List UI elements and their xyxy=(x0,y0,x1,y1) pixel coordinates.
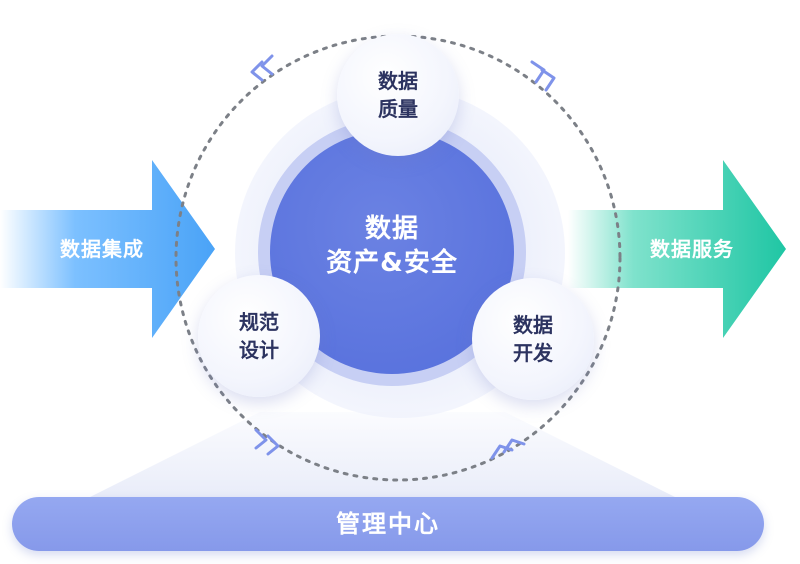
data-develop-node xyxy=(472,278,594,400)
core-label: 数据 资产&安全 xyxy=(270,212,514,280)
chevron-right-bottom-icon xyxy=(490,438,526,460)
core-label-line2: 资产&安全 xyxy=(326,248,458,278)
spec-design-label: 规范 设计 xyxy=(198,308,320,364)
data-develop-line1: 数据 xyxy=(513,313,553,337)
chevron-left-top-icon xyxy=(250,54,274,82)
spec-design-line2: 设计 xyxy=(239,338,279,362)
data-service-label: 数据服务 xyxy=(650,237,734,261)
data-develop-label: 数据 开发 xyxy=(472,311,594,367)
spec-design-line1: 规范 xyxy=(239,310,279,334)
management-center-bar xyxy=(12,497,764,551)
data-quality-line1: 数据 xyxy=(378,69,418,93)
dotted-cycle-path xyxy=(174,34,622,482)
data-develop-line2: 开发 xyxy=(513,341,553,365)
spec-design-node xyxy=(198,275,320,397)
chevron-left-bottom-icon xyxy=(254,428,280,456)
core-label-line1: 数据 xyxy=(364,214,419,244)
management-center-label: 管理中心 xyxy=(336,510,440,538)
data-quality-line2: 质量 xyxy=(378,97,418,121)
data-quality-node xyxy=(337,34,459,156)
chevron-right-top-icon xyxy=(530,60,556,92)
data-quality-label: 数据 质量 xyxy=(337,67,459,123)
data-integration-label: 数据集成 xyxy=(60,237,144,261)
